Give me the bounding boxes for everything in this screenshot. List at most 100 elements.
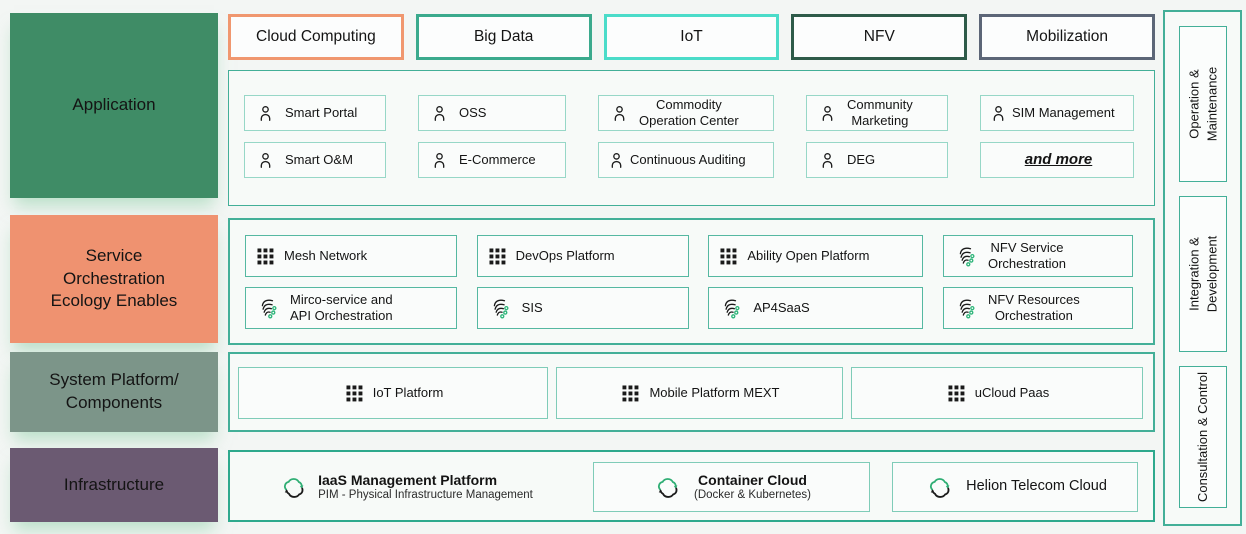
item-label: NFV Service Orchestration	[987, 239, 1067, 271]
service-orchestration-panel: Mesh Network DevOps Platform Ability Ope…	[228, 218, 1155, 345]
grid-icon	[948, 384, 965, 402]
person-icon	[607, 151, 626, 170]
item-title: Helion Telecom Cloud	[966, 478, 1107, 495]
pill-iot: IoT	[603, 14, 780, 60]
svc-item-nfv-resources-orchestration: NFV Resources Orchestration	[942, 287, 1133, 329]
grid-icon	[622, 384, 639, 402]
pill-nfv: NFV	[791, 14, 968, 60]
person-icon	[610, 104, 629, 123]
item-title: IaaS Management Platform	[318, 471, 498, 488]
app-item-deg: DEG	[806, 142, 948, 178]
app-item-community-marketing: Community Marketing	[806, 95, 948, 131]
item-label: AP4SaaS	[753, 299, 810, 315]
svc-item-sis: SIS	[476, 287, 689, 329]
item-label: SIM Management	[1012, 104, 1115, 120]
infra-item-container-cloud: Container Cloud (Docker & Kubernetes)	[592, 462, 870, 512]
item-label: Community Marketing	[847, 96, 913, 128]
rail-item-consultation-control: Consultation & Control	[1178, 366, 1227, 508]
row-label-text: Application	[72, 95, 156, 115]
person-icon	[818, 151, 837, 170]
pill-label: NFV	[863, 28, 895, 45]
rail-item-label: Consultation & Control	[1194, 371, 1210, 503]
item-label: E-Commerce	[459, 151, 536, 167]
item-label: uCloud Paas	[974, 384, 1050, 400]
grid-icon	[346, 384, 363, 402]
item-label: Smart Portal	[285, 104, 358, 120]
grid-icon	[257, 247, 274, 265]
item-title: Container Cloud	[698, 471, 807, 488]
item-label: DEG	[847, 151, 876, 167]
svc-item-nfv-service-orchestration: NFV Service Orchestration	[942, 235, 1133, 277]
pill-label: Big Data	[473, 28, 534, 45]
diagram-main-area: Cloud Computing Big Data IoT NFV Mobiliz…	[228, 0, 1155, 534]
app-item-continuous-auditing: Continuous Auditing	[598, 142, 774, 178]
sys-item-iot-platform: IoT Platform	[238, 367, 548, 419]
orchestration-swirl-icon	[720, 297, 743, 320]
item-label: Mobile Platform MEXT	[649, 384, 780, 400]
item-text: Helion Telecom Cloud	[966, 478, 1107, 495]
person-icon	[989, 104, 1008, 123]
person-icon	[256, 104, 275, 123]
row-label-service-orchestration: Service Orchestration Ecology Enables	[10, 215, 218, 343]
item-label: and more	[1024, 150, 1093, 168]
pill-cloud-computing: Cloud Computing	[228, 14, 404, 60]
item-label: Commodity Operation Center	[639, 96, 739, 128]
item-subtitle: (Docker & Kubernetes)	[694, 488, 811, 501]
pill-mobilization: Mobilization	[979, 14, 1155, 60]
pill-label: Cloud Computing	[256, 28, 376, 45]
row-label-text: Infrastructure	[63, 474, 165, 494]
cloud-sync-icon	[654, 475, 682, 499]
sys-item-mobile-platform-mext: Mobile Platform MEXT	[556, 367, 843, 419]
grid-icon	[720, 247, 737, 265]
item-label: NFV Resources Orchestration	[987, 291, 1080, 323]
rail-item-operation-maintenance: Operation & Maintenance	[1178, 26, 1227, 182]
svc-item-mesh-network: Mesh Network	[245, 235, 457, 277]
grid-icon	[489, 247, 506, 265]
item-text: Container Cloud (Docker & Kubernetes)	[694, 472, 811, 503]
technology-pills-row: Cloud Computing Big Data IoT NFV Mobiliz…	[228, 14, 1155, 60]
item-label: Smart O&M	[285, 151, 353, 167]
orchestration-swirl-icon	[955, 245, 978, 268]
orchestration-swirl-icon	[257, 297, 280, 320]
infrastructure-panel: IaaS Management Platform PIM - Physical …	[228, 450, 1155, 522]
orchestration-swirl-icon	[489, 297, 512, 320]
app-item-smart-portal: Smart Portal	[244, 95, 386, 131]
item-label: Mirco-service and API Orchestration	[290, 291, 393, 323]
lifecycle-rail: Operation & Maintenance Integration & De…	[1163, 10, 1242, 526]
pill-label: IoT	[680, 28, 703, 45]
rail-item-label: Integration & Development	[1185, 235, 1219, 313]
svc-item-ability-open-platform: Ability Open Platform	[708, 235, 924, 277]
person-icon	[256, 151, 275, 170]
item-label: IoT Platform	[372, 384, 444, 400]
item-label: SIS	[521, 299, 543, 315]
row-label-application: Application	[10, 13, 218, 198]
svc-item-ap4saas: AP4SaaS	[708, 287, 924, 329]
item-label: Mesh Network	[284, 247, 368, 263]
app-item-commodity-operation-center: Commodity Operation Center	[598, 95, 774, 131]
cloud-sync-icon	[280, 475, 308, 499]
item-text: IaaS Management Platform PIM - Physical …	[318, 472, 533, 503]
app-item-oss: OSS	[418, 95, 566, 131]
row-label-text: Service Orchestration Ecology Enables	[50, 245, 178, 311]
rail-item-label: Operation & Maintenance	[1185, 66, 1219, 142]
item-subtitle: PIM - Physical Infrastructure Management	[318, 488, 533, 501]
item-label: Continuous Auditing	[630, 151, 746, 167]
application-panel: Smart Portal OSS Commodity Operation Cen…	[228, 70, 1155, 206]
system-platform-panel: IoT Platform Mobile Platform MEXT uCloud…	[228, 352, 1155, 432]
row-label-infrastructure: Infrastructure	[10, 448, 218, 522]
app-item-and-more: and more	[980, 142, 1134, 178]
item-label: OSS	[459, 104, 487, 120]
rail-item-integration-development: Integration & Development	[1178, 196, 1227, 352]
svc-item-devops-platform: DevOps Platform	[476, 235, 689, 277]
row-label-system-platform: System Platform/ Components	[10, 352, 218, 432]
cloud-sync-icon	[926, 475, 954, 499]
svc-item-micro-service-api-orchestration: Mirco-service and API Orchestration	[245, 287, 457, 329]
app-item-smart-oandm: Smart O&M	[244, 142, 386, 178]
app-item-sim-management: SIM Management	[980, 95, 1134, 131]
infra-item-helion-telecom-cloud: Helion Telecom Cloud	[892, 462, 1138, 512]
pill-big-data: Big Data	[415, 14, 592, 60]
person-icon	[430, 151, 449, 170]
sys-item-ucloud-paas: uCloud Paas	[851, 367, 1143, 419]
app-item-e-commerce: E-Commerce	[418, 142, 566, 178]
